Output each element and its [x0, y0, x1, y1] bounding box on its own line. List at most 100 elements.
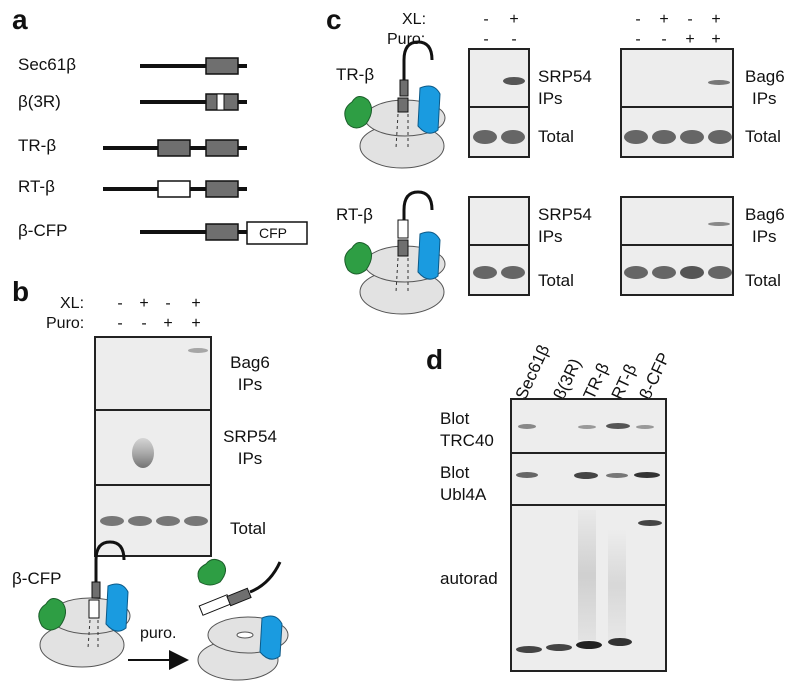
b-xl-3: - — [165, 295, 171, 312]
construct-b-cfp — [140, 221, 308, 245]
c-tr-total-band-2 — [501, 130, 525, 144]
c-ribosome-rt — [344, 190, 446, 315]
d-autorad-smear-3 — [578, 510, 596, 640]
d-autorad-band-2 — [546, 644, 572, 651]
c-tr-bag6-label: Bag6 — [745, 67, 785, 86]
c-right-puro-1: - — [635, 31, 641, 48]
c-tr-left-divider — [470, 106, 528, 108]
b-srp54-ips: IPs — [237, 449, 263, 468]
b-ribosome-left — [38, 540, 131, 668]
construct-sec61b — [140, 57, 247, 75]
b-construct-label: β-CFP — [12, 569, 62, 588]
c-left-puro-1: - — [483, 31, 489, 48]
c-xl-label: XL: — [402, 11, 427, 28]
panel-d-letter: d — [426, 344, 444, 375]
b-divider-2 — [96, 484, 210, 486]
construct-label-b-cfp: β-CFP — [18, 221, 68, 240]
b-xl-1: - — [117, 295, 123, 312]
c-tr-right-total-1 — [624, 130, 648, 144]
d-ubl4a-blot-label: Blot — [440, 463, 470, 482]
d-trc40-band-1 — [518, 424, 536, 429]
c-rt-right-total-3 — [680, 266, 704, 279]
c-tr-srp54-label: SRP54 — [538, 67, 592, 86]
cfp-label: CFP — [259, 225, 287, 241]
c-tr-bag6-band — [708, 80, 730, 85]
b-band-bag6 — [188, 348, 208, 353]
c-tr-total-band-1 — [473, 130, 497, 144]
c-row-tr-b-label: TR-β — [336, 65, 375, 84]
c-tr-right-total-label: Total — [745, 127, 781, 146]
construct-label-sec61b: Sec61β — [18, 55, 76, 74]
d-blot — [510, 398, 667, 672]
c-tr-right-blot — [620, 48, 734, 158]
b-puro-2: - — [141, 315, 147, 332]
c-tr-right-total-2 — [652, 130, 676, 144]
d-autorad-band-4 — [608, 638, 632, 646]
c-tr-srp54-ips: IPs — [538, 89, 563, 108]
b-ribosome-right — [197, 558, 289, 681]
b-xl-label: XL: — [60, 295, 85, 312]
c-rt-right-total-1 — [624, 266, 648, 279]
c-rt-bag6-ips: IPs — [752, 227, 777, 246]
d-trc40-band-3 — [578, 425, 596, 429]
b-bag6-label: Bag6 — [230, 353, 270, 372]
c-rt-bag6-band — [708, 222, 730, 226]
c-tr-total-label: Total — [538, 127, 574, 146]
c-ribosome-tr — [344, 40, 446, 169]
b-divider-1 — [96, 409, 210, 411]
d-ubl4a-label: Ubl4A — [440, 485, 487, 504]
construct-tr-b — [103, 139, 247, 157]
c-rt-total-band-2 — [501, 266, 525, 279]
c-left-xl-2: + — [509, 11, 519, 28]
d-ubl4a-band-4 — [606, 473, 628, 478]
c-tr-bag6-ips: IPs — [752, 89, 777, 108]
c-rt-srp54-label: SRP54 — [538, 205, 592, 224]
d-autorad-label: autorad — [440, 569, 498, 588]
c-rt-right-total-4 — [708, 266, 732, 279]
d-ubl4a-band-1 — [516, 472, 538, 478]
d-divider-1 — [512, 452, 665, 454]
c-tr-srp54-band — [503, 77, 525, 85]
c-tr-left-blot — [468, 48, 530, 158]
c-left-xl-1: - — [483, 11, 489, 28]
d-ubl4a-band-3 — [574, 472, 598, 479]
d-trc40-label: TRC40 — [440, 431, 494, 450]
construct-label-b3r: β(3R) — [18, 92, 61, 111]
c-rt-total-band-1 — [473, 266, 497, 279]
construct-label-rt-b: RT-β — [18, 177, 55, 196]
b-xl-4: + — [191, 295, 201, 312]
c-right-xl-3: - — [687, 11, 693, 28]
b-blot — [94, 336, 212, 557]
c-row-rt-b-label: RT-β — [336, 205, 373, 224]
c-right-xl-1: - — [635, 11, 641, 28]
b-bag6-ips: IPs — [237, 375, 263, 394]
b-puro-1: - — [117, 315, 123, 332]
construct-label-tr-b: TR-β — [18, 136, 57, 155]
panel-b-letter: b — [12, 276, 30, 307]
b-band-total-4 — [184, 516, 208, 526]
c-rt-left-divider — [470, 244, 528, 246]
c-rt-right-blot — [620, 196, 734, 296]
c-right-puro-4: + — [711, 31, 721, 48]
b-puro-label: Puro: — [46, 315, 85, 332]
d-autorad-band-1 — [516, 646, 542, 653]
c-tr-right-total-3 — [680, 130, 704, 144]
c-rt-srp54-ips: IPs — [538, 227, 563, 246]
b-puro-3: + — [163, 315, 173, 332]
construct-rt-b — [103, 180, 247, 198]
c-tr-right-total-4 — [708, 130, 732, 144]
panel-c-letter: c — [326, 4, 342, 35]
b-band-srp54 — [132, 438, 154, 468]
b-band-total-3 — [156, 516, 180, 526]
c-rt-right-total-label: Total — [745, 271, 781, 290]
c-right-xl-4: + — [711, 11, 721, 28]
b-band-total-2 — [128, 516, 152, 526]
b-arrow-label: puro. — [140, 625, 177, 642]
d-autorad-smear-4 — [608, 530, 626, 640]
d-trc40-band-4 — [606, 423, 630, 429]
d-autorad-cfp-band — [638, 520, 662, 526]
c-right-puro-2: - — [661, 31, 667, 48]
